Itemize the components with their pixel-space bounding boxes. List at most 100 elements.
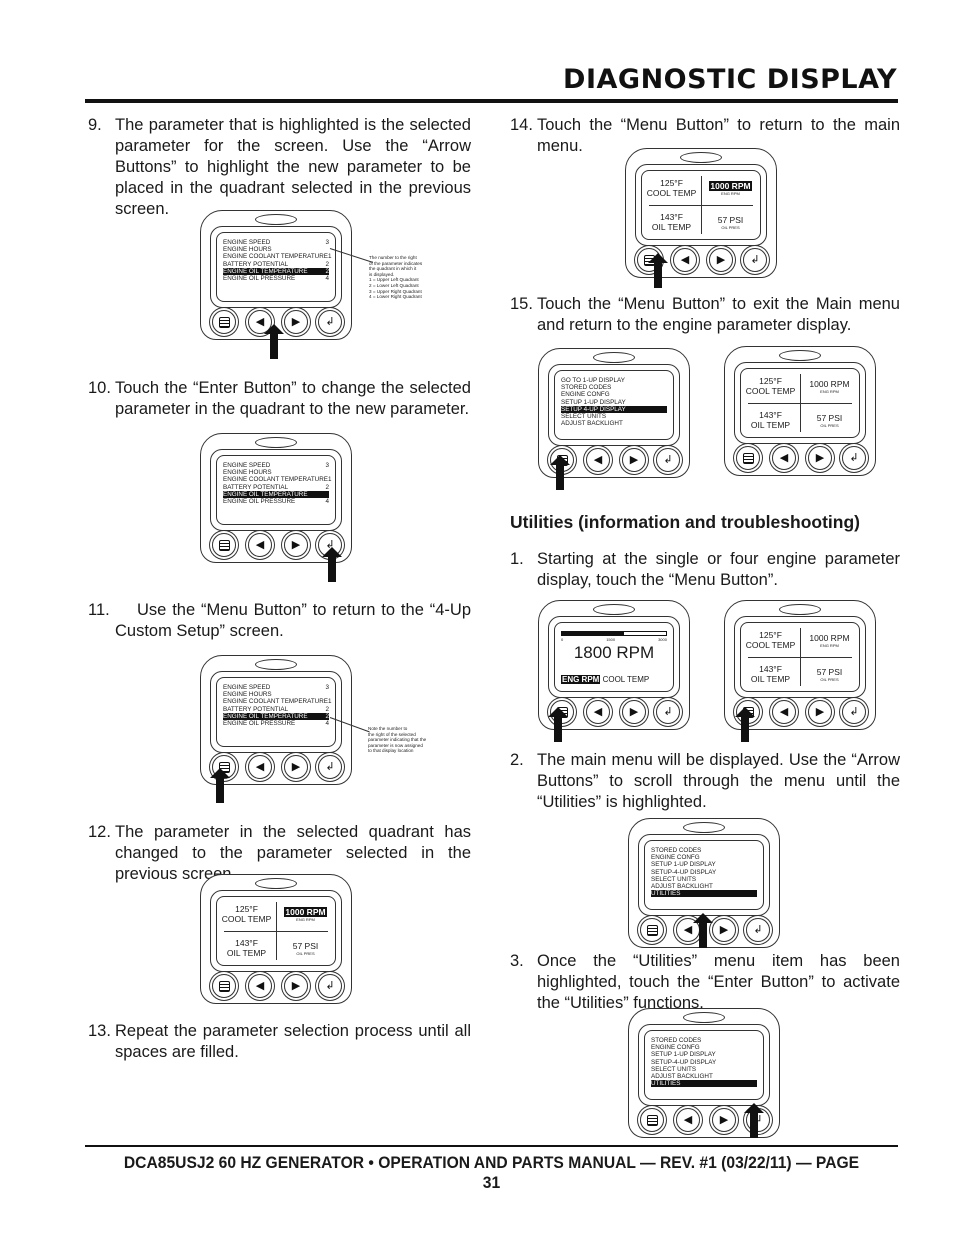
enter-button[interactable]: ↲ <box>318 974 342 998</box>
quadrant-number: 1 <box>327 698 332 706</box>
right-arrow-button[interactable]: ▶ <box>284 974 308 998</box>
oil-pressure-label: OIL PRES <box>296 950 315 956</box>
left-arrow-button[interactable]: ◀ <box>586 700 610 724</box>
footer-rule <box>85 1145 898 1147</box>
pointer-arrow-icon <box>264 324 284 359</box>
enter-button[interactable]: ↲ <box>318 755 342 779</box>
list-item[interactable]: ENGINE CONFG <box>561 391 667 398</box>
left-arrow-button[interactable]: ◀ <box>586 448 610 472</box>
right-arrow-button[interactable]: ▶ <box>808 700 832 724</box>
right-arrow-button[interactable]: ▶ <box>622 448 646 472</box>
enter-button[interactable]: ↲ <box>656 700 680 724</box>
menu-button[interactable] <box>640 918 664 942</box>
enter-button[interactable]: ↲ <box>842 700 866 724</box>
note-line: to that display location <box>368 748 414 754</box>
left-arrow-button[interactable]: ◀ <box>248 974 272 998</box>
selected-list-item[interactable]: UTILITIES <box>651 890 757 898</box>
list-item[interactable]: SETUP-4-UP DISPLAY <box>651 1059 757 1066</box>
right-arrow-button[interactable]: ▶ <box>284 533 308 557</box>
list-item[interactable]: STORED CODES <box>651 847 757 854</box>
left-arrow-button[interactable]: ◀ <box>676 1108 700 1132</box>
step-12: 12. The parameter in the selected quadra… <box>88 823 471 883</box>
list-item[interactable]: ENGINE HOURS <box>223 246 329 253</box>
list-item[interactable]: SETUP 1-UP DISPLAY <box>651 1051 757 1058</box>
list-item[interactable]: ENGINE CONFG <box>651 854 757 861</box>
list-item-label: STORED CODES <box>561 384 612 392</box>
menu-button[interactable] <box>212 974 236 998</box>
left-arrow-button[interactable]: ◀ <box>673 248 697 272</box>
list-item[interactable]: ADJUST BACKLIGHT <box>651 883 757 890</box>
step-15: 15. Touch the “Menu Button” to exit the … <box>510 295 900 334</box>
list-item[interactable]: STORED CODES <box>561 384 667 391</box>
list-item-label: SETUP 1-UP DISPLAY <box>561 398 626 406</box>
left-arrow-button[interactable]: ◀ <box>248 310 272 334</box>
menu-button[interactable] <box>212 310 236 334</box>
enter-button[interactable]: ↲ <box>318 310 342 334</box>
enter-button[interactable]: ↲ <box>842 446 866 470</box>
left-arrow-button[interactable]: ◀ <box>248 533 272 557</box>
right-arrow-button[interactable]: ▶ <box>622 700 646 724</box>
right-arrow-button[interactable]: ▶ <box>808 446 832 470</box>
menu-icon <box>646 924 658 936</box>
selected-list-item[interactable]: SETUP 4-UP DISPLAY <box>561 405 667 414</box>
list-item-label: SELECT UNITS <box>651 875 697 883</box>
menu-button[interactable] <box>640 1108 664 1132</box>
list-item[interactable]: SETUP-4-UP DISPLAY <box>651 869 757 876</box>
right-arrow-button[interactable]: ▶ <box>284 755 308 779</box>
list-item[interactable]: SETUP 1-UP DISPLAY <box>651 861 757 868</box>
left-arrow-button[interactable]: ◀ <box>772 446 796 470</box>
right-arrow-button[interactable]: ▶ <box>284 310 308 334</box>
enter-button[interactable]: ↲ <box>743 248 767 272</box>
list-item-label: ADJUST BACKLIGHT <box>561 420 623 428</box>
list-item[interactable]: ENGINE CONFG <box>651 1044 757 1051</box>
list-item[interactable]: ADJUST BACKLIGHT <box>561 420 667 427</box>
right-arrow-button[interactable]: ▶ <box>709 248 733 272</box>
left-arrow-button[interactable]: ◀ <box>772 700 796 724</box>
menu-button[interactable] <box>736 446 760 470</box>
note-line: parameter indicating that the <box>368 737 427 743</box>
list-item[interactable]: STORED CODES <box>651 1037 757 1044</box>
menu-icon <box>218 980 230 992</box>
left-arrow-button[interactable]: ◀ <box>248 755 272 779</box>
list-item[interactable]: SETUP 1-UP DISPLAY <box>561 399 667 406</box>
menu-button[interactable] <box>212 533 236 557</box>
list-item[interactable]: SELECT UNITS <box>651 876 757 883</box>
selected-list-item[interactable]: UTILITIES <box>651 1080 757 1088</box>
enter-button[interactable]: ↲ <box>746 918 770 942</box>
right-arrow-icon: ▶ <box>815 451 825 464</box>
list-item-label: BATTERY POTENTIAL <box>223 705 289 713</box>
quadrant-number: 2 <box>325 483 329 491</box>
list-item[interactable]: ENGINE HOURS <box>223 469 329 476</box>
right-arrow-button[interactable]: ▶ <box>712 1108 736 1132</box>
enter-button[interactable]: ↲ <box>656 448 680 472</box>
right-arrow-button[interactable]: ▶ <box>712 918 736 942</box>
quadrant-number: 4 <box>325 720 329 728</box>
menu-icon <box>218 539 230 551</box>
list-item[interactable]: ENGINE HOURS <box>223 691 329 698</box>
note-line: 2 = Lower Left Quadrant <box>369 282 419 288</box>
list-item[interactable]: SELECT UNITS <box>651 1066 757 1073</box>
list-item[interactable]: ADJUST BACKLIGHT <box>651 1073 757 1080</box>
list-item[interactable]: SELECT UNITS <box>561 413 667 420</box>
cool-temp-label: COOL TEMP <box>221 914 272 924</box>
list-item[interactable]: GO TO 1-UP DISPLAY <box>561 377 667 384</box>
selected-list-item[interactable]: ENGINE OIL TEMPERATURE <box>223 490 329 499</box>
